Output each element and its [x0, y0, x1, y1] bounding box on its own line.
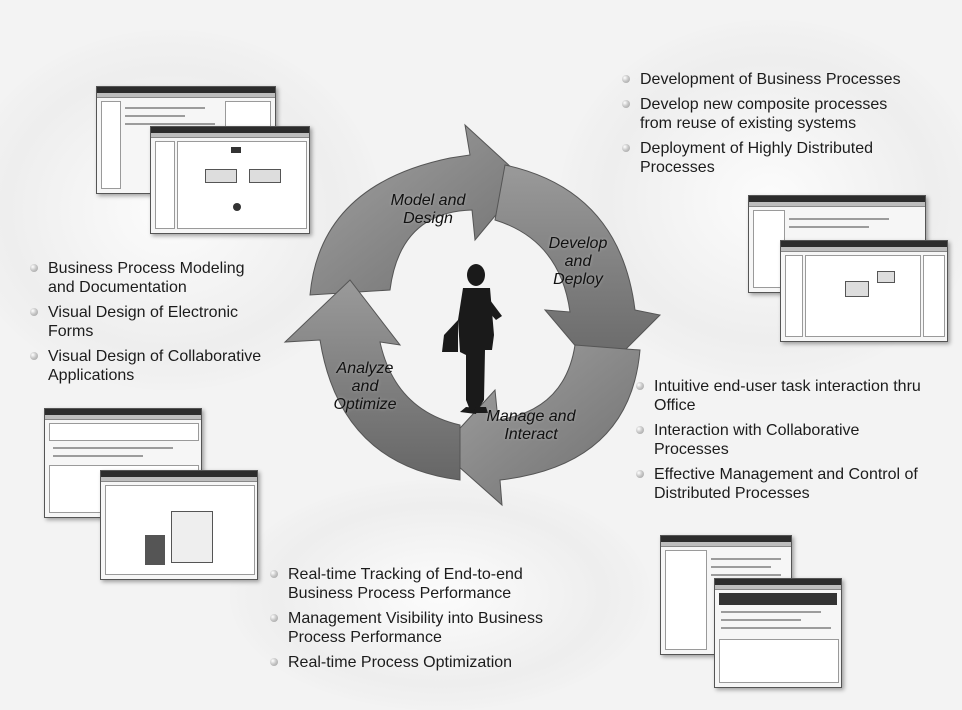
develop-deploy-arrow: [494, 164, 662, 376]
bullet-item: Development of Business Processes: [622, 70, 952, 89]
background-glow-bottom: [230, 480, 650, 710]
analyze-optimize-arrow: [283, 279, 461, 481]
bullet-item: Intuitive end-user task interaction thru…: [636, 377, 962, 415]
cycle-arrows-icon: [283, 123, 662, 507]
model-design-arrow: [309, 123, 526, 296]
screenshot-thumbnail: [150, 126, 310, 234]
bullet-item: Real-time Process Optimization: [270, 653, 610, 672]
screenshot-thumbnail: [714, 578, 842, 688]
screenshot-thumbnail: [780, 240, 948, 342]
right-bullet-list: Intuitive end-user task interaction thru…: [636, 377, 962, 509]
manage-interact-arrow: [439, 344, 641, 507]
top-right-bullet-list: Development of Business Processes Develo…: [622, 70, 952, 183]
businessman-silhouette-icon: [442, 264, 502, 414]
screenshot-thumbnail: [100, 470, 258, 580]
